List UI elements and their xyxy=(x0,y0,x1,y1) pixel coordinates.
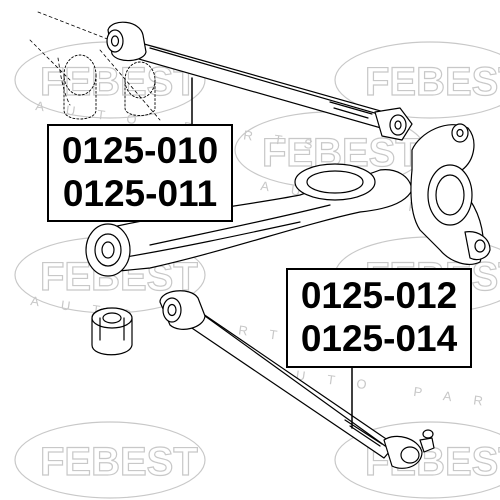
lower-link-ball-joint xyxy=(383,429,435,469)
parts-drawing xyxy=(29,11,491,469)
upper-lateral-link xyxy=(106,21,413,141)
part-number-lower-1: 0125-012 xyxy=(300,275,458,317)
part-number-box-upper: 0125-010 0125-011 xyxy=(47,124,233,222)
part-number-upper-1: 0125-010 xyxy=(61,130,219,172)
watermark-brand: FEBEST xyxy=(40,440,198,484)
knuckle xyxy=(410,123,491,265)
part-number-lower-2: 0125-014 xyxy=(300,318,458,359)
trailing-arm-bushing xyxy=(85,223,131,277)
watermark-logo: FEBEST xyxy=(14,421,206,499)
leader-lines xyxy=(191,77,353,429)
part-number-box-lower: 0125-012 0125-014 xyxy=(286,268,472,368)
ghost-bushing xyxy=(63,54,156,120)
lower-lateral-link xyxy=(159,290,435,469)
watermark-logo: FEBEST xyxy=(334,41,500,119)
part-number-upper-2: 0125-011 xyxy=(62,173,218,214)
lower-link-bushing xyxy=(159,290,206,330)
construction-lines xyxy=(29,11,161,121)
watermark-brand: FEBEST xyxy=(365,60,500,104)
trailing-arm xyxy=(85,123,491,277)
upper-link-end-right xyxy=(374,107,413,141)
loose-bushing xyxy=(91,307,133,356)
upper-link-bushing-left xyxy=(106,21,147,62)
